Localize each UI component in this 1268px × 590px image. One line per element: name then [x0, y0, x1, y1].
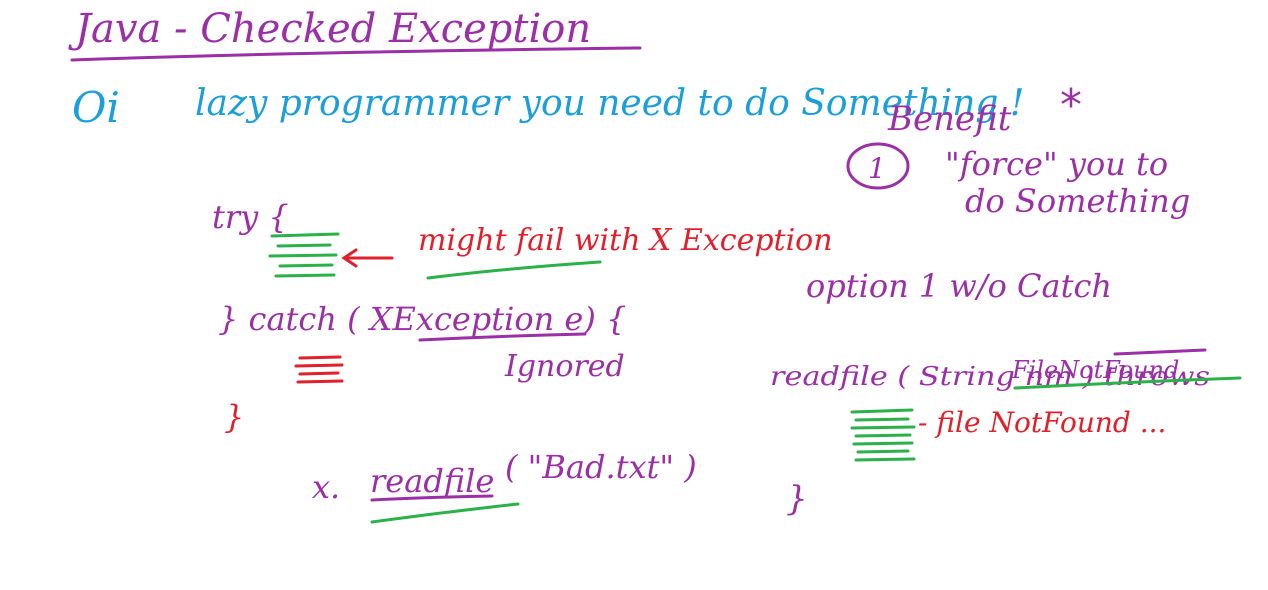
catch-exception-underline [418, 332, 587, 342]
method-code-lines [850, 408, 916, 462]
annotation-might-fail: might fail with X Exception [418, 223, 833, 258]
call-args: ( "Bad.txt" ) [505, 448, 697, 486]
benefit-line-1: "force" you to [945, 145, 1168, 183]
call-method-underline-green [370, 502, 520, 524]
benefit-line-2: do Something [965, 182, 1190, 220]
call-method-underline-purple [370, 494, 494, 502]
option-exception-name: FileNotFound [1011, 356, 1179, 384]
annotation-underline [426, 260, 602, 280]
intro-text: lazy programmer you need to do Something… [195, 83, 1024, 124]
benefit-number-circle [846, 142, 910, 190]
page-title: Java - Checked Exception [68, 6, 591, 52]
intro-prefix: Oi [72, 83, 120, 132]
catch-label: } catch ( XException e) { [218, 300, 626, 338]
option-signature: readfile ( String nm ) throws [770, 362, 1210, 392]
try-code-lines [268, 232, 340, 278]
call-prefix: x. [312, 468, 340, 506]
try-label: try { [212, 198, 289, 236]
method-close-brace: } [786, 479, 808, 519]
call-method: readfile [370, 462, 494, 500]
arrow-left-icon [341, 248, 394, 268]
benefit-number: 1 [868, 152, 886, 185]
exception-underline-green [1013, 376, 1242, 390]
throws-underline [1113, 348, 1207, 356]
star-icon: * [1060, 80, 1082, 131]
catch-code-lines [294, 355, 344, 384]
ignored-label: Ignored [504, 349, 625, 384]
benefit-heading: Benefit [887, 99, 1012, 139]
option-label: option 1 w/o Catch [806, 267, 1112, 305]
method-body-note: - file NotFound ... [918, 406, 1166, 439]
catch-close-brace: } [224, 398, 244, 436]
title-underline [70, 46, 642, 62]
